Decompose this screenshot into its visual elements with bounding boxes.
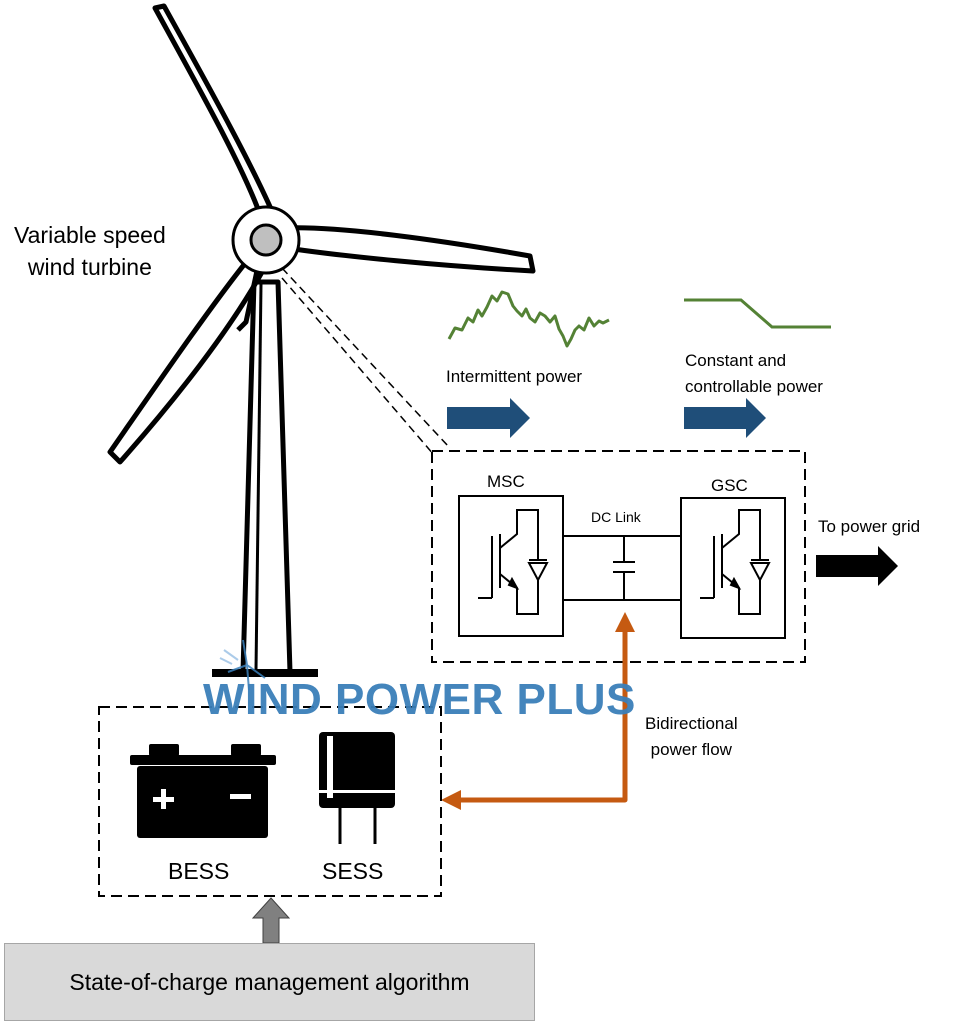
msc-box: [458, 495, 564, 637]
blade-lower-left: [107, 253, 265, 465]
bess-label: BESS: [168, 858, 230, 884]
wind-turbine: [107, 3, 536, 677]
storage-enclosure: [98, 706, 442, 897]
battery-icon: [130, 744, 276, 838]
turbine-label: Variable speed wind turbine: [14, 219, 166, 283]
bidirectional-line1: Bidirectional: [645, 714, 738, 733]
turbine-tower: [240, 279, 293, 675]
to-grid-label: To power grid: [818, 517, 921, 536]
intermittent-flow-arrow: [447, 398, 530, 438]
blade-upper: [152, 3, 278, 223]
blade-right: [282, 225, 536, 274]
bidirectional-label: Bidirectional power flow: [645, 711, 738, 763]
gsc-switch-icon: [700, 509, 771, 615]
tower-inner-line: [254, 283, 263, 671]
turbine-hub: [249, 223, 283, 257]
intermittent-power-waveform: [447, 290, 610, 348]
to-grid-arrow: [816, 546, 898, 586]
turbine-label-line1: Variable speed: [14, 222, 166, 248]
dc-link: [563, 535, 681, 601]
sess-label: SESS: [322, 858, 384, 884]
algorithm-arrow: [251, 897, 291, 944]
converter-enclosure: [431, 450, 806, 663]
controllable-power-line1: Constant and: [685, 351, 787, 370]
bidirectional-line2: power flow: [650, 740, 732, 759]
watermark-turbine-logo: [219, 639, 266, 691]
gsc-label: GSC: [711, 476, 748, 495]
bidirectional-arrow: [441, 612, 635, 810]
controllable-power-line2: controllable power: [685, 377, 823, 396]
zoom-line-lower: [281, 277, 435, 456]
msc-label: MSC: [487, 472, 525, 491]
watermark-text: WIND POWER PLUS: [203, 675, 636, 724]
algorithm-box: State-of-charge management algorithm: [4, 943, 535, 1021]
zoom-line-upper: [281, 267, 450, 448]
gsc-box: [680, 497, 786, 639]
tower-base: [212, 669, 318, 677]
intermittent-power-label: Intermittent power: [446, 367, 583, 386]
controllable-flow-arrow: [684, 398, 766, 438]
turbine-label-line2: wind turbine: [27, 254, 152, 280]
controllable-power-waveform: [684, 298, 831, 329]
controllable-power-label: Constant and controllable power: [685, 348, 823, 400]
dc-link-label: DC Link: [591, 509, 641, 525]
algorithm-label: State-of-charge management algorithm: [69, 968, 470, 995]
msc-switch-icon: [478, 509, 549, 615]
supercapacitor-icon: [319, 732, 395, 844]
blade-lower-inner: [236, 265, 261, 332]
